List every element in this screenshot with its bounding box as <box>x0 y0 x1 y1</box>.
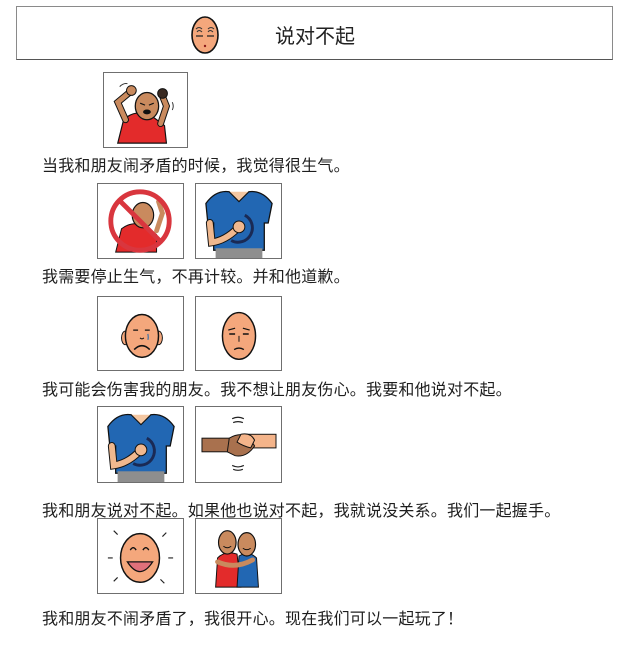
worried-face-icon <box>190 13 220 55</box>
handshake-icon <box>195 406 282 483</box>
happy-face-icon <box>97 518 184 594</box>
hugging-friends-icon <box>195 518 282 594</box>
sorry-face-icon <box>195 296 282 371</box>
step-sentence: 我和朋友说对不起。如果他也说对不起，我就说没关系。我们一起握手。 <box>42 501 561 520</box>
calm-down-icon <box>195 183 282 259</box>
page-title: 说对不起 <box>275 24 355 48</box>
title-banner: 说对不起 <box>16 6 613 60</box>
step-sentence: 当我和朋友闹矛盾的时候，我觉得很生气。 <box>42 156 350 175</box>
sorry-sign-icon <box>97 406 184 483</box>
stop-angry-icon <box>97 183 184 259</box>
sad-face-icon <box>97 296 184 371</box>
step-sentence: 我可能会伤害我的朋友。我不想让朋友伤心。我要和他说对不起。 <box>42 380 512 399</box>
angry-person-icon <box>103 72 188 148</box>
step-sentence: 我需要停止生气，不再计较。并和他道歉。 <box>42 267 350 286</box>
step-sentence: 我和朋友不闹矛盾了，我很开心。现在我们可以一起玩了！ <box>42 609 464 628</box>
